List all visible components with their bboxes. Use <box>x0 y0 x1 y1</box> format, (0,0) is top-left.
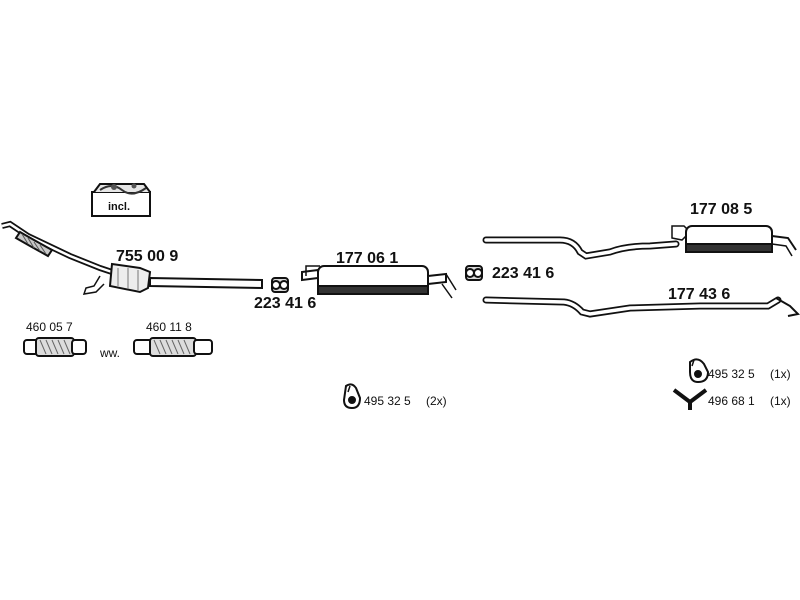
rubber-mount-right-icon <box>689 358 710 384</box>
flex-pipe-2-number: 460 11 8 <box>146 320 192 334</box>
rear-silencer-number: 177 08 5 <box>690 201 753 218</box>
tail-pipe-number: 177 43 6 <box>668 286 731 303</box>
catalytic-converter <box>1 220 263 295</box>
rear-silencer <box>482 225 797 260</box>
rubber-mount-center-number: 495 32 5 <box>364 394 411 408</box>
y-hanger-icon <box>672 388 708 410</box>
clamp-left-number: 223 41 6 <box>254 295 317 312</box>
tail-pipe <box>482 296 800 318</box>
catalytic-converter-number: 755 00 9 <box>116 248 179 265</box>
rubber-mount-center-icon <box>342 383 362 410</box>
clamp-right-number: 223 41 6 <box>492 265 555 282</box>
front-silencer-number: 177 06 1 <box>336 250 399 267</box>
clamp-right-icon <box>465 265 483 281</box>
flex-pipe-1-number: 460 05 7 <box>26 320 73 334</box>
flex-pipe-2-icon <box>133 337 213 357</box>
rubber-mount-right-number: 495 32 5 <box>708 367 755 381</box>
y-hanger-qty: (1x) <box>770 394 791 408</box>
kit-box-icon <box>91 183 151 217</box>
y-hanger-number: 496 68 1 <box>708 394 755 408</box>
clamp-left-icon <box>271 277 289 293</box>
rubber-mount-center-qty: (2x) <box>426 394 447 408</box>
front-silencer <box>301 265 457 299</box>
flex-pipe-1-icon <box>23 337 87 357</box>
rubber-mount-right-qty: (1x) <box>770 367 791 381</box>
alternative-label: ww. <box>100 346 121 360</box>
kit-box-label: incl. <box>108 201 131 213</box>
